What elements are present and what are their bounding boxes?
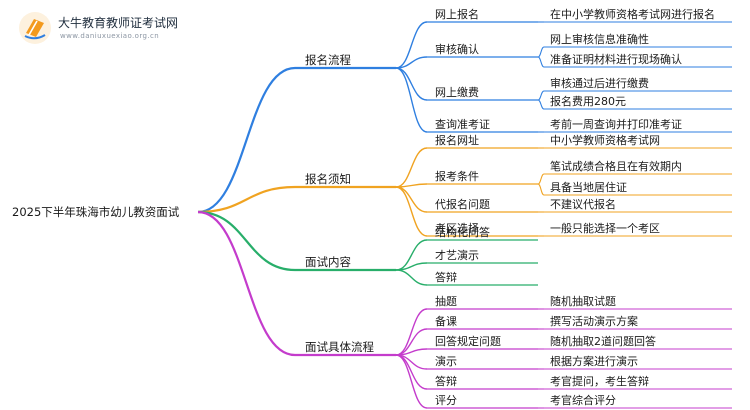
branch-link bbox=[197, 210, 296, 357]
branch-link bbox=[197, 185, 296, 214]
root-topic[interactable]: 2025下半年珠海市幼儿教资面试 bbox=[12, 205, 180, 219]
child-topic[interactable]: 报名网址 bbox=[435, 133, 479, 147]
child-link bbox=[395, 239, 428, 271]
child-topic[interactable]: 查询准考证 bbox=[435, 117, 490, 131]
leaf-link bbox=[537, 46, 545, 58]
leaf-topic[interactable]: 在中小学教师资格考试网进行报名 bbox=[550, 7, 715, 21]
child-topic[interactable]: 演示 bbox=[435, 354, 457, 368]
child-link bbox=[395, 186, 428, 213]
logo-title: 大牛教育教师证考试网 bbox=[58, 16, 179, 30]
child-topic[interactable]: 答辩 bbox=[435, 270, 457, 284]
leaf-topic[interactable]: 考官综合评分 bbox=[550, 393, 616, 407]
leaf-link bbox=[537, 99, 545, 110]
leaf-topic[interactable]: 一般只能选择一个考区 bbox=[550, 221, 660, 235]
leaf-topic[interactable]: 不建议代报名 bbox=[550, 197, 616, 211]
mind-map-links bbox=[197, 21, 732, 409]
leaf-topic[interactable]: 考官提问，考生答辩 bbox=[550, 374, 649, 388]
mind-map-labels: 2025下半年珠海市幼儿教资面试报名流程网上报名在中小学教师资格考试网进行报名审… bbox=[12, 7, 715, 407]
child-link bbox=[395, 67, 428, 101]
leaf-topic[interactable]: 考前一周查询并打印准考证 bbox=[550, 117, 682, 131]
child-topic[interactable]: 代报名问题 bbox=[435, 197, 490, 211]
leaf-link bbox=[537, 173, 545, 185]
child-topic[interactable]: 评分 bbox=[435, 394, 457, 407]
site-logo[interactable]: 大牛教育教师证考试网 www.daniuxuexiao.org.cn bbox=[14, 8, 199, 48]
child-topic[interactable]: 审核确认 bbox=[435, 42, 479, 56]
leaf-topic[interactable]: 随机抽取试题 bbox=[550, 294, 616, 308]
child-link bbox=[395, 348, 428, 356]
leaf-topic[interactable]: 准备证明材料进行现场确认 bbox=[550, 52, 682, 66]
child-link bbox=[395, 67, 428, 133]
child-topic[interactable]: 备课 bbox=[435, 314, 457, 328]
book-logo-icon bbox=[19, 12, 51, 44]
leaf-topic[interactable]: 报名费用280元 bbox=[550, 94, 626, 108]
leaf-link bbox=[537, 183, 545, 196]
child-topic[interactable]: 考区选择 bbox=[435, 221, 479, 235]
branch-topic[interactable]: 报名流程 bbox=[305, 53, 351, 67]
leaf-topic[interactable]: 审核通过后进行缴费 bbox=[550, 76, 649, 90]
child-link bbox=[395, 56, 428, 69]
child-topic[interactable]: 网上缴费 bbox=[435, 85, 479, 99]
child-topic[interactable]: 结构化问答 bbox=[435, 225, 490, 239]
branch-link bbox=[197, 210, 296, 272]
leaf-topic[interactable]: 网上审核信息准确性 bbox=[550, 32, 649, 46]
leaf-topic[interactable]: 撰写活动演示方案 bbox=[550, 314, 638, 328]
child-topic[interactable]: 网上报名 bbox=[435, 7, 479, 21]
leaf-link bbox=[537, 90, 545, 101]
logo-url: www.daniuxuexiao.org.cn bbox=[60, 32, 160, 40]
branch-link bbox=[197, 66, 296, 214]
leaf-topic[interactable]: 中小学教师资格考试网 bbox=[550, 133, 660, 147]
branch-topic[interactable]: 面试具体流程 bbox=[305, 340, 374, 354]
child-topic[interactable]: 抽题 bbox=[435, 294, 457, 308]
leaf-topic[interactable]: 笔试成绩合格且在有效期内 bbox=[550, 159, 682, 173]
child-link bbox=[395, 186, 428, 237]
child-link bbox=[395, 354, 428, 409]
child-link bbox=[395, 269, 428, 286]
child-link bbox=[395, 308, 428, 356]
branch-topic[interactable]: 报名须知 bbox=[305, 172, 351, 186]
leaf-topic[interactable]: 根据方案进行演示 bbox=[550, 354, 638, 368]
child-link bbox=[395, 21, 428, 69]
leaf-topic[interactable]: 随机抽取2道问题回答 bbox=[550, 334, 656, 348]
leaf-topic[interactable]: 具备当地居住证 bbox=[550, 180, 627, 194]
child-topic[interactable]: 才艺演示 bbox=[435, 248, 479, 262]
child-topic[interactable]: 回答规定问题 bbox=[435, 334, 501, 348]
leaf-link bbox=[537, 56, 545, 68]
child-topic[interactable]: 报考条件 bbox=[435, 169, 479, 183]
child-link bbox=[395, 147, 428, 188]
branch-topic[interactable]: 面试内容 bbox=[305, 255, 351, 269]
child-topic[interactable]: 答辩 bbox=[435, 374, 457, 388]
